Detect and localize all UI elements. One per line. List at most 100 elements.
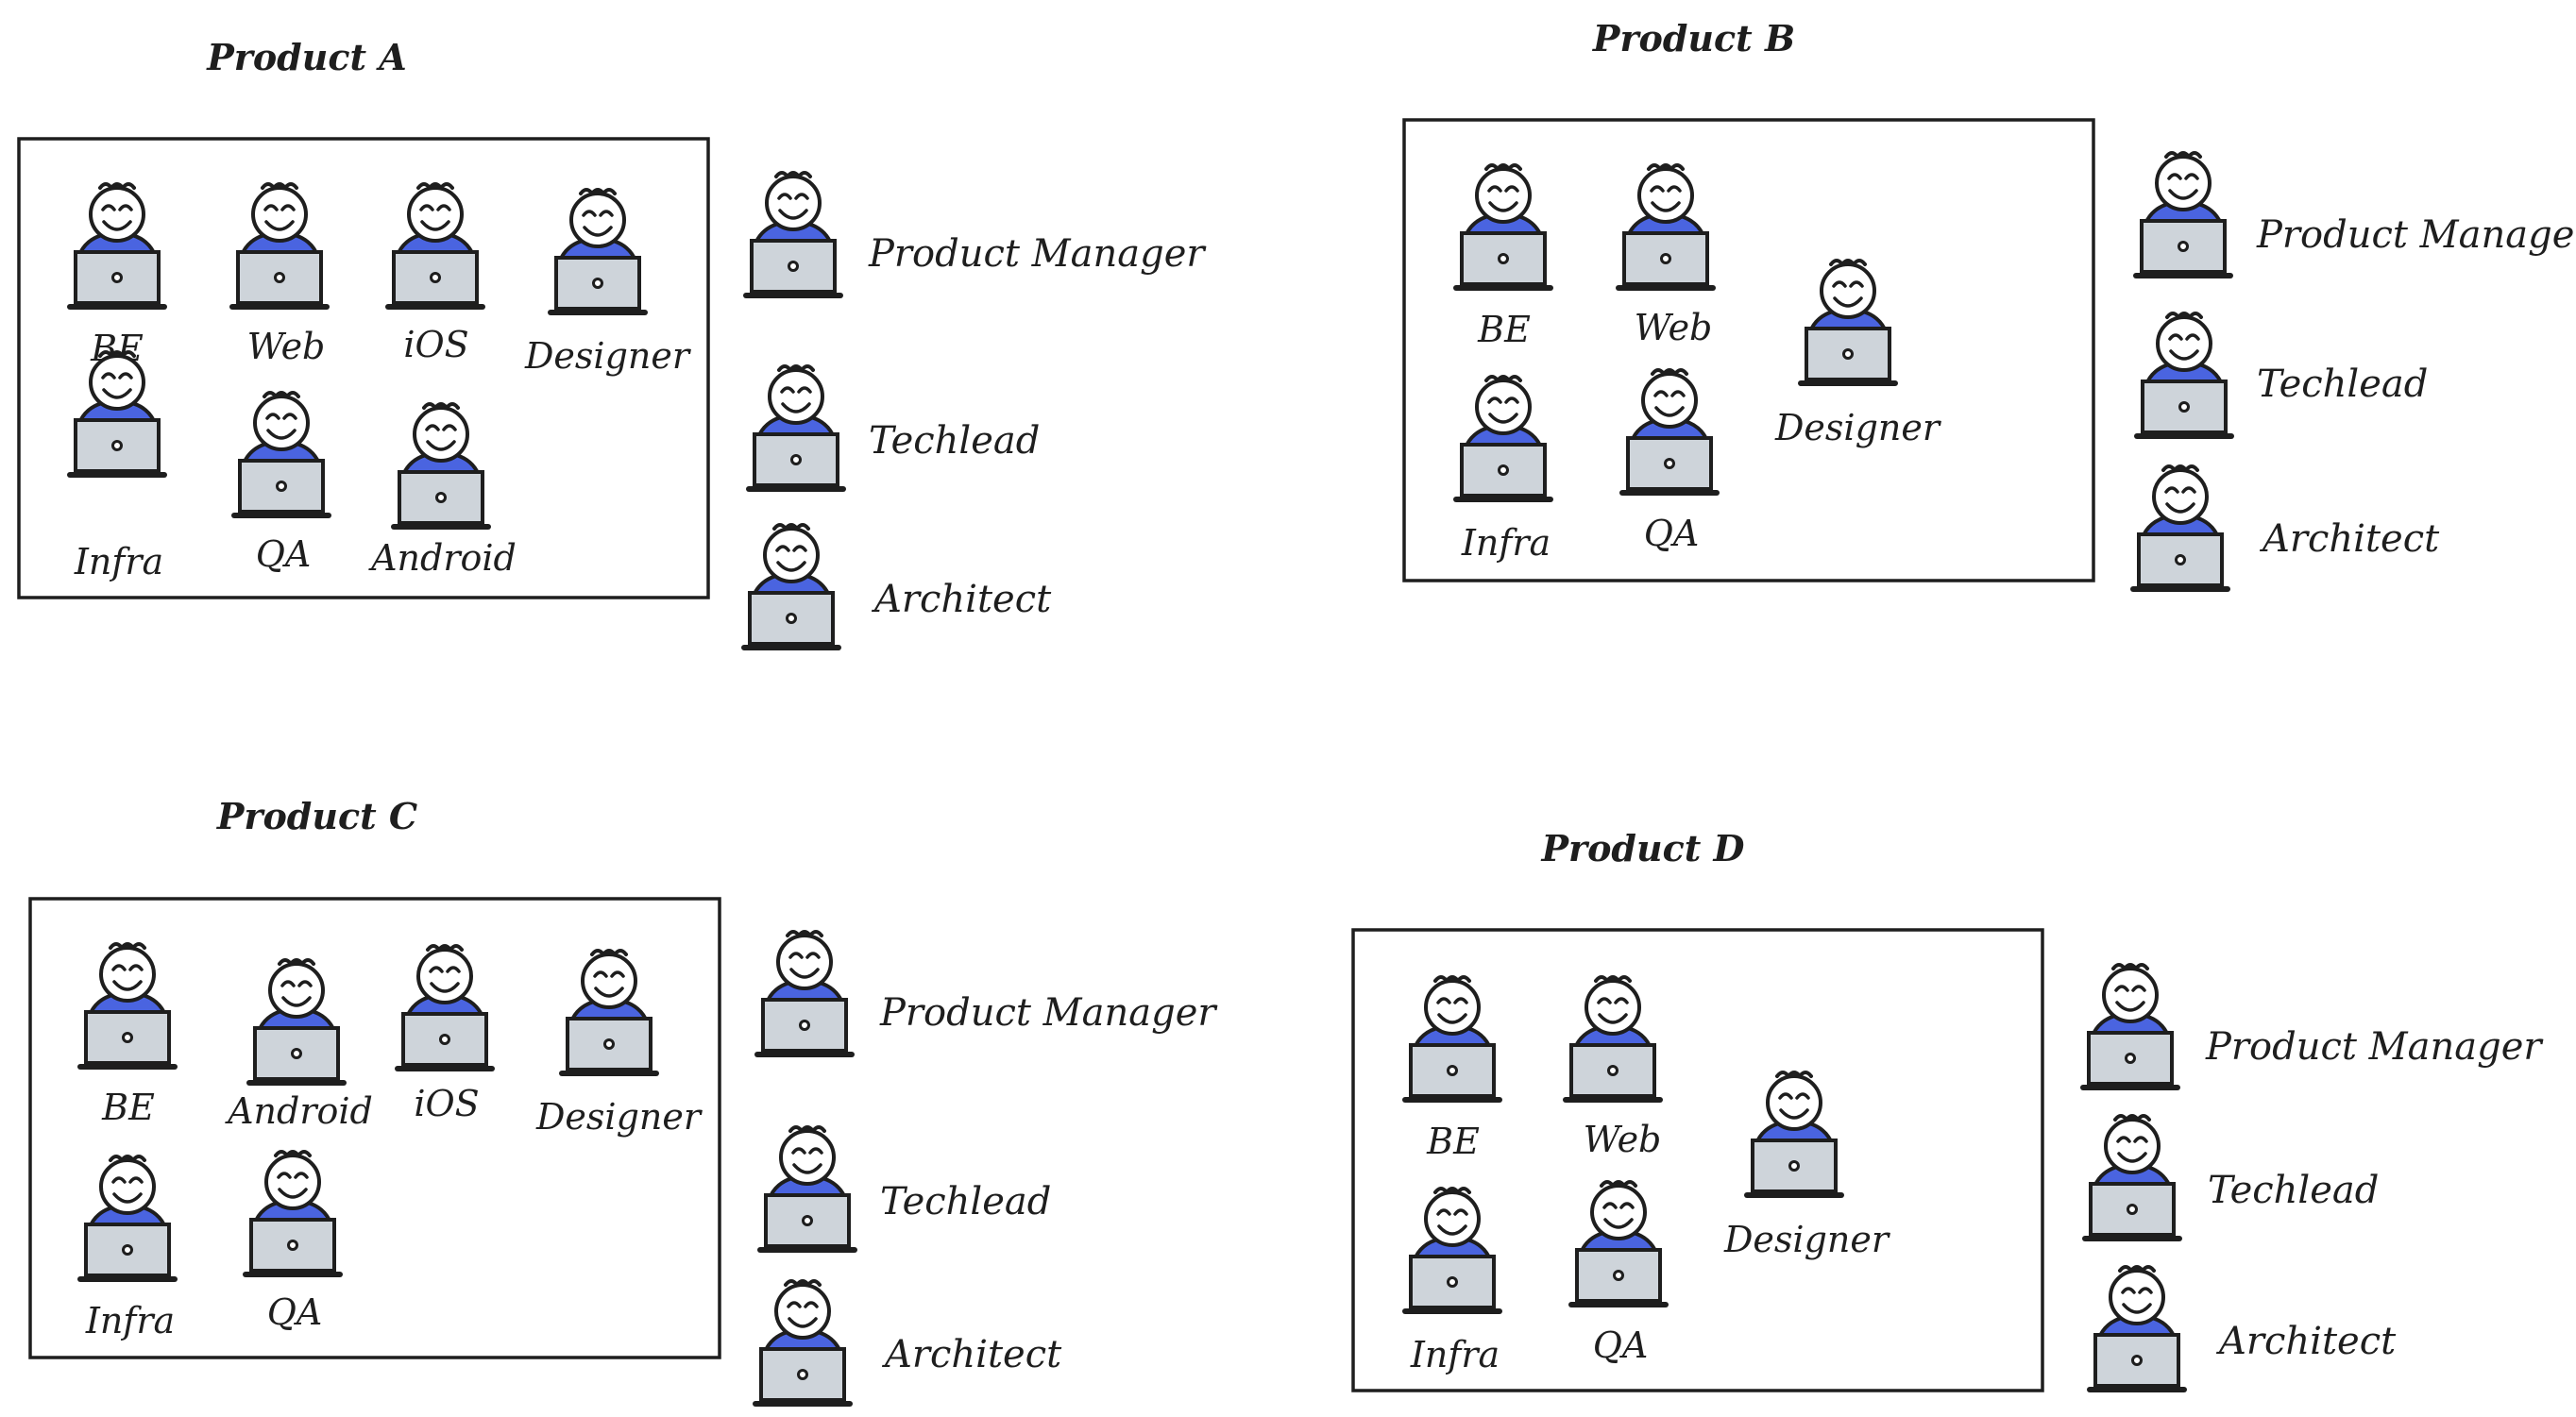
member-be: BE bbox=[70, 184, 164, 369]
group-product-c: Product C BE Android iOS Designer Infra … bbox=[28, 795, 1218, 1404]
member-infra: Infra bbox=[70, 352, 164, 582]
member-qa: QA bbox=[1571, 1182, 1666, 1366]
member-label: Designer bbox=[1723, 1219, 1891, 1260]
role-label: Techlead bbox=[869, 419, 1040, 463]
role-label: Product Manager bbox=[868, 232, 1207, 276]
group-product-d: Product D BE Web Designer Infra QA Produ… bbox=[1351, 827, 2544, 1392]
member-label: iOS bbox=[403, 324, 468, 365]
team-box bbox=[1351, 928, 2044, 1392]
person-at-laptop-icon bbox=[234, 393, 329, 515]
person-at-laptop-icon bbox=[80, 1156, 175, 1279]
role-techlead: Techlead bbox=[2137, 313, 2428, 436]
person-at-laptop-icon bbox=[80, 944, 175, 1067]
member-android: Android bbox=[368, 404, 517, 579]
member-qa: QA bbox=[246, 1152, 340, 1333]
group-title: Product A bbox=[206, 36, 407, 78]
member-ios: iOS bbox=[388, 184, 483, 365]
role-label: Product Manager bbox=[879, 991, 1218, 1035]
person-at-laptop-icon bbox=[1618, 165, 1713, 288]
role-techlead: Techlead bbox=[2085, 1116, 2379, 1239]
role-techlead: Techlead bbox=[760, 1127, 1051, 1250]
member-be: BE bbox=[1456, 165, 1551, 350]
person-at-laptop-icon bbox=[1405, 1189, 1500, 1311]
person-at-laptop-icon bbox=[2133, 466, 2228, 589]
person-at-laptop-icon bbox=[1747, 1072, 1841, 1195]
member-label: QA bbox=[1644, 513, 1700, 554]
role-label: Techlead bbox=[2257, 363, 2428, 406]
role-architect: Architect bbox=[755, 1281, 1062, 1404]
group-title: Product B bbox=[1592, 17, 1795, 59]
member-web: Web bbox=[1618, 165, 1713, 348]
member-label: iOS bbox=[414, 1083, 479, 1124]
member-designer: Designer bbox=[1723, 1072, 1891, 1260]
member-label: Web bbox=[1584, 1119, 1662, 1160]
member-be: BE bbox=[1405, 977, 1500, 1162]
person-at-laptop-icon bbox=[760, 1127, 855, 1250]
person-at-laptop-icon bbox=[1622, 370, 1717, 493]
person-at-laptop-icon bbox=[2137, 313, 2231, 436]
role-label: Architect bbox=[2259, 517, 2440, 561]
team-box bbox=[28, 897, 721, 1359]
person-at-laptop-icon bbox=[249, 960, 344, 1083]
person-at-laptop-icon bbox=[551, 190, 645, 312]
person-at-laptop-icon bbox=[2136, 153, 2230, 276]
member-android: Android bbox=[225, 960, 373, 1132]
person-at-laptop-icon bbox=[2085, 1116, 2179, 1239]
member-qa: QA bbox=[234, 393, 329, 575]
role-architect: Architect bbox=[744, 525, 1052, 648]
member-qa: QA bbox=[1622, 370, 1717, 554]
member-label: Web bbox=[1635, 307, 1713, 348]
role-label: Techlead bbox=[2208, 1169, 2379, 1212]
member-label: Infra bbox=[85, 1300, 175, 1341]
member-label: Designer bbox=[524, 335, 692, 377]
role-label: Techlead bbox=[880, 1180, 1051, 1223]
person-at-laptop-icon bbox=[1405, 977, 1500, 1100]
member-web: Web bbox=[232, 184, 327, 367]
member-be: BE bbox=[80, 944, 175, 1128]
role-label: Product Manager bbox=[2256, 213, 2576, 257]
member-label: BE bbox=[101, 1087, 155, 1128]
role-architect: Architect bbox=[2090, 1267, 2397, 1390]
group-title: Product D bbox=[1540, 827, 1744, 869]
person-at-laptop-icon bbox=[2083, 965, 2178, 1088]
member-label: Android bbox=[225, 1090, 373, 1132]
member-label: BE bbox=[1477, 309, 1531, 350]
person-at-laptop-icon bbox=[749, 366, 843, 489]
person-at-laptop-icon bbox=[232, 184, 327, 307]
person-at-laptop-icon bbox=[70, 184, 164, 307]
member-designer: Designer bbox=[524, 190, 692, 377]
member-infra: Infra bbox=[80, 1156, 175, 1341]
member-label: QA bbox=[1593, 1324, 1649, 1366]
role-architect: Architect bbox=[2133, 466, 2440, 589]
member-label: Android bbox=[368, 537, 517, 579]
member-ios: iOS bbox=[398, 946, 492, 1124]
role-product-manager: Product Manager bbox=[2136, 153, 2576, 276]
person-at-laptop-icon bbox=[755, 1281, 850, 1404]
member-web: Web bbox=[1566, 977, 1661, 1160]
person-at-laptop-icon bbox=[246, 1152, 340, 1274]
role-label: Architect bbox=[871, 578, 1052, 621]
role-product-manager: Product Manager bbox=[757, 932, 1218, 1054]
person-at-laptop-icon bbox=[1456, 377, 1551, 499]
member-label: QA bbox=[267, 1291, 323, 1333]
person-at-laptop-icon bbox=[1456, 165, 1551, 288]
member-designer: Designer bbox=[535, 951, 703, 1138]
person-at-laptop-icon bbox=[70, 352, 164, 475]
role-label: Architect bbox=[2215, 1320, 2397, 1363]
member-designer: Designer bbox=[1774, 261, 1942, 448]
person-at-laptop-icon bbox=[2090, 1267, 2184, 1390]
person-at-laptop-icon bbox=[1566, 977, 1660, 1100]
person-at-laptop-icon bbox=[388, 184, 483, 307]
member-label: Web bbox=[247, 326, 326, 367]
member-infra: Infra bbox=[1456, 377, 1551, 564]
group-product-a: Product A BE Web iOS Designer Infra QA A… bbox=[17, 36, 1207, 648]
person-at-laptop-icon bbox=[744, 525, 839, 648]
person-at-laptop-icon bbox=[562, 951, 656, 1073]
person-at-laptop-icon bbox=[398, 946, 492, 1069]
member-label: Infra bbox=[74, 541, 163, 582]
group-product-b: Product B BE Web Designer Infra QA Produ… bbox=[1402, 17, 2576, 589]
team-box bbox=[17, 137, 710, 599]
role-product-manager: Product Manager bbox=[746, 173, 1207, 295]
member-label: Designer bbox=[535, 1096, 703, 1138]
